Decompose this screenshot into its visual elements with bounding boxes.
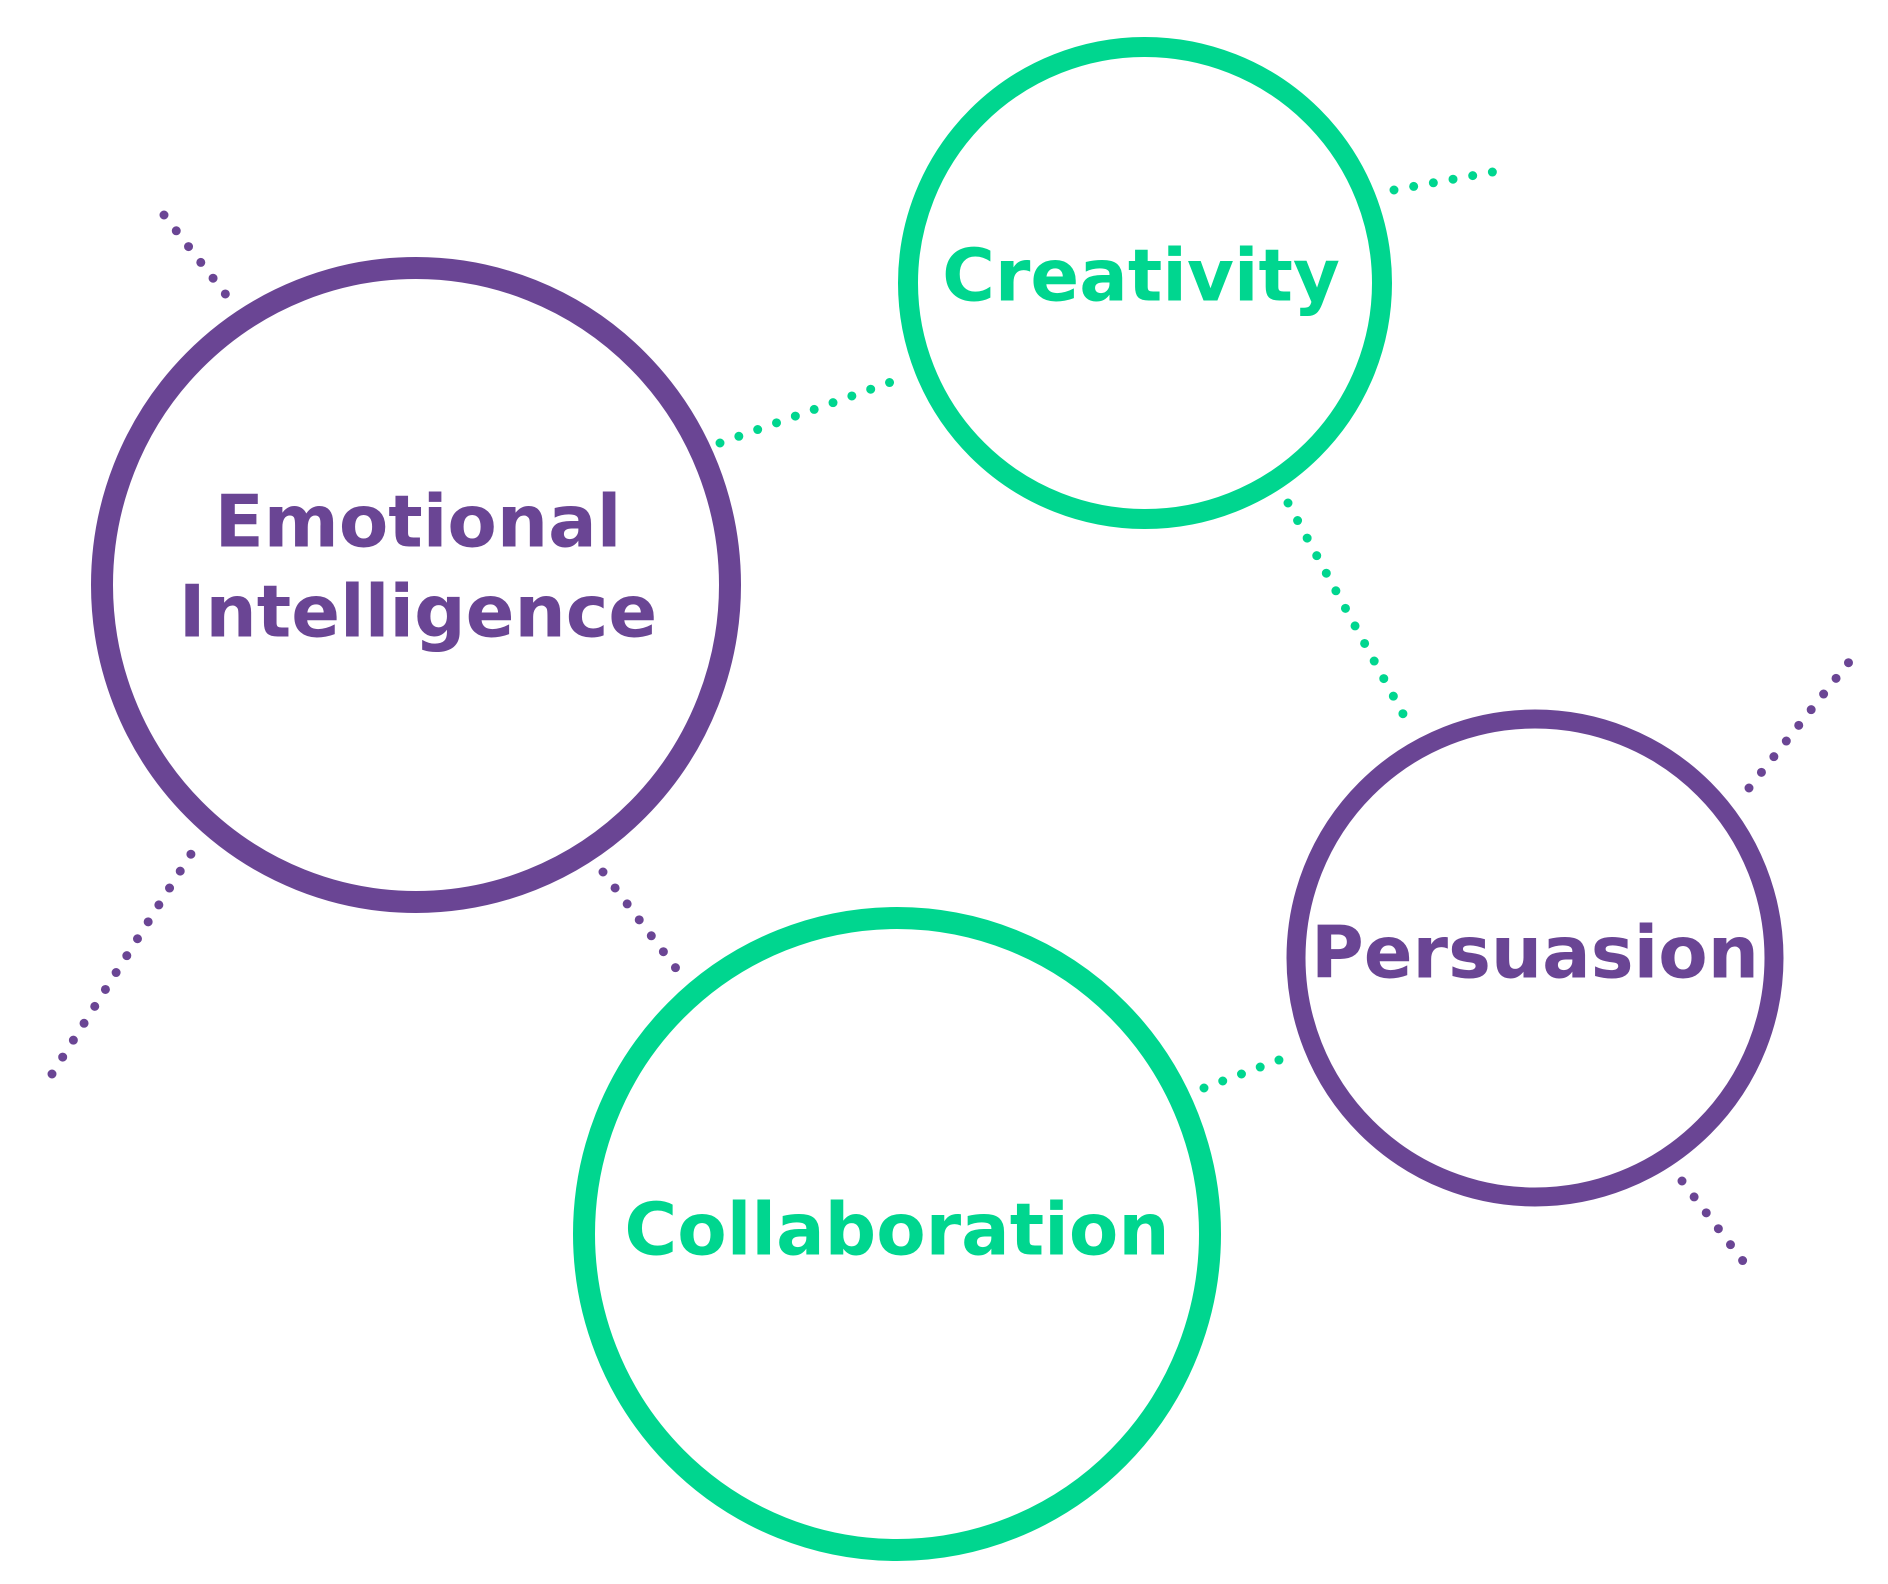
dotted-connectors [47,166,1858,1270]
connector-persuasion-to-collaboration [1199,1052,1292,1093]
node-emotional-intelligence: Emotional Intelligence [91,257,741,913]
node-collaboration: Collaboration [573,907,1221,1561]
collaboration-circle [573,907,1221,1561]
emotional-intelligence-label-line1: Emotional [215,480,622,564]
creativity-label: Creativity [942,234,1340,318]
spoke-creativity-right [1389,166,1503,195]
creativity-circle [898,37,1392,529]
spoke-persuasion-upper-right [1744,652,1858,793]
persuasion-label: Persuasion [1311,911,1759,995]
spoke-ei-upper-left [159,210,235,305]
spoke-ei-lower-left [47,838,203,1079]
emotional-intelligence-circle [91,257,741,913]
connector-ei-to-collaboration [598,867,683,976]
emotional-intelligence-label-line2: Intelligence [179,570,657,654]
connector-creativity-to-persuasion [1283,498,1413,728]
node-persuasion: Persuasion [1286,709,1784,1207]
spoke-persuasion-lower-right [1677,1176,1751,1270]
node-creativity: Creativity [898,37,1392,529]
collaboration-label: Collaboration [624,1188,1169,1272]
connector-ei-to-creativity [715,372,910,448]
persuasion-circle [1286,709,1784,1207]
